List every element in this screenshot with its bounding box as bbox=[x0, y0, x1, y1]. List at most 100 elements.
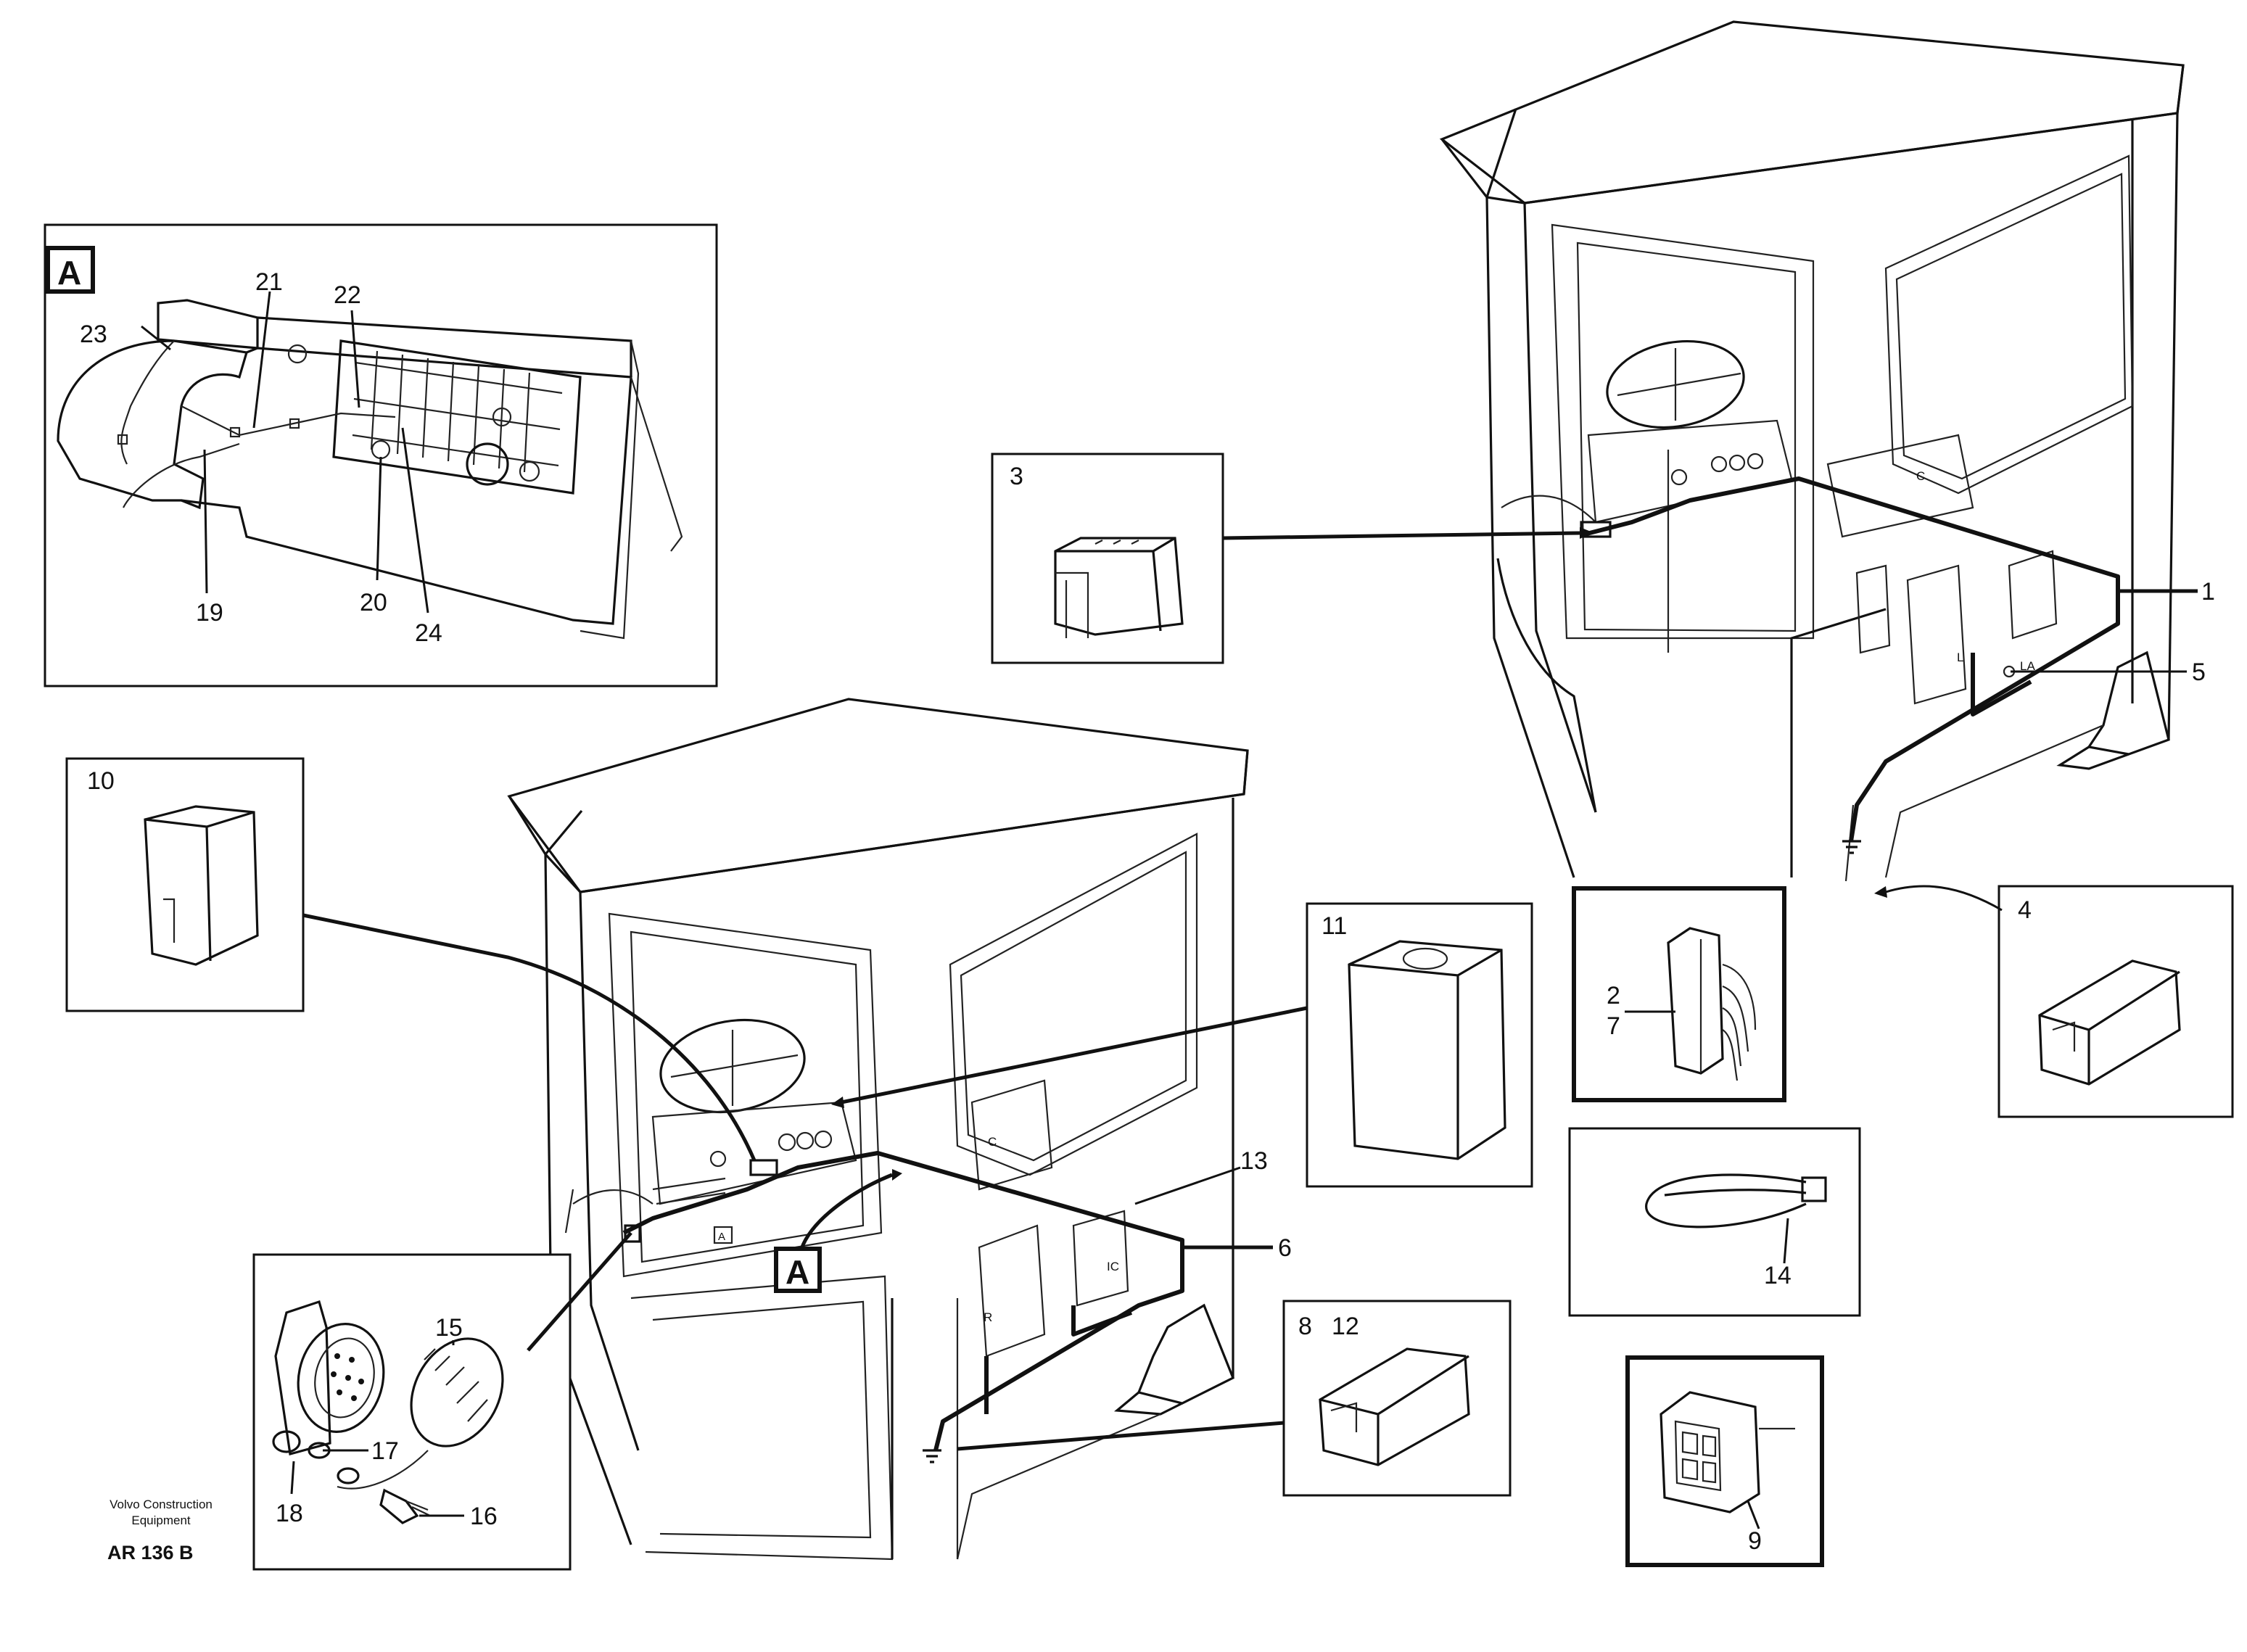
callout-4: 4 bbox=[2018, 896, 2032, 924]
relay-10-icon bbox=[144, 805, 259, 966]
relay-11-edges bbox=[1348, 949, 1502, 1159]
detail-a-cab-marker: A bbox=[786, 1253, 809, 1291]
cab-front-window bbox=[1551, 223, 1815, 640]
connector-2-icon bbox=[1667, 927, 1724, 1075]
knob-icon bbox=[709, 1150, 727, 1168]
part-box-3-frame bbox=[991, 453, 1224, 664]
dash-arm bbox=[630, 376, 683, 552]
callout-23: 23 bbox=[80, 321, 107, 348]
cab-front-window-inner bbox=[1576, 241, 1797, 632]
detail-a-small-marker: A bbox=[718, 1231, 725, 1243]
cab-pillar-left bbox=[1485, 197, 1575, 878]
cab-mark-ic: IC bbox=[1107, 1260, 1119, 1273]
leader-13 bbox=[1134, 1166, 1241, 1205]
callout-7: 7 bbox=[1607, 1012, 1620, 1040]
part-box-10: 10 bbox=[65, 757, 756, 1161]
ground-symbol bbox=[1842, 840, 1861, 854]
callout-9: 9 bbox=[1748, 1527, 1762, 1555]
leader-11 bbox=[841, 1006, 1308, 1104]
leader-18 bbox=[290, 1461, 295, 1495]
leader-14 bbox=[1783, 1218, 1789, 1264]
arrow-icon bbox=[831, 1096, 844, 1108]
switch-row bbox=[652, 1177, 726, 1205]
callout-5: 5 bbox=[2192, 658, 2206, 686]
cab-roof-corner bbox=[544, 809, 583, 856]
arrow-icon bbox=[1580, 527, 1593, 539]
leader-10 bbox=[302, 913, 756, 1161]
leader-3 bbox=[1222, 531, 1582, 540]
warning-lamp-icon bbox=[287, 344, 308, 364]
arrow-icon bbox=[892, 1169, 902, 1181]
relay-3-pins bbox=[1094, 540, 1139, 545]
cab-base-rail bbox=[1844, 804, 1855, 882]
gauge-icon bbox=[1728, 454, 1746, 471]
dashboard-upper bbox=[1587, 419, 1793, 524]
callout-12: 12 bbox=[1332, 1313, 1359, 1340]
ground-symbol bbox=[923, 1449, 941, 1463]
dash-side-cover bbox=[57, 339, 249, 510]
callout-19: 19 bbox=[196, 599, 223, 627]
leader-8-12 bbox=[957, 1421, 1285, 1451]
switch-grid bbox=[352, 350, 563, 473]
callout-10: 10 bbox=[87, 767, 115, 795]
gauge-icon bbox=[1710, 455, 1728, 473]
dash-left-pod bbox=[1501, 495, 1596, 523]
callout-16: 16 bbox=[470, 1503, 498, 1530]
knob-icon bbox=[519, 461, 540, 482]
cab-side-window-inner bbox=[1895, 173, 2127, 480]
cab-upper-right: C L LA 1 5 bbox=[1439, 20, 2215, 882]
cab-door-edge bbox=[1496, 558, 1597, 813]
leader-4 bbox=[1885, 885, 2003, 912]
knob-icon bbox=[492, 407, 512, 427]
cab-roof-top bbox=[1439, 20, 2185, 205]
cable-tie-head bbox=[1801, 1176, 1827, 1202]
detail-a-marker-box bbox=[46, 246, 95, 294]
socket-15-position bbox=[624, 1224, 641, 1243]
socket-pins bbox=[331, 1353, 364, 1401]
cab-foot bbox=[1137, 1303, 1235, 1405]
cab-mark-r: R bbox=[984, 1310, 992, 1324]
detail-a-inset: A 23 21 22 20 24 bbox=[44, 223, 718, 687]
relay-10-edges bbox=[144, 811, 255, 962]
socket-15-body bbox=[297, 1323, 385, 1433]
detail-a-small-tag bbox=[713, 1226, 733, 1244]
cap-chain bbox=[337, 1450, 429, 1490]
cab-roof-front bbox=[1524, 65, 2185, 205]
leader-21 bbox=[252, 291, 271, 429]
dash-right-bracket bbox=[580, 340, 640, 640]
callout-18: 18 bbox=[276, 1500, 303, 1527]
leader-20 bbox=[376, 456, 382, 581]
dash-front-panel bbox=[181, 347, 632, 625]
part-box-socket: 15 17 18 16 bbox=[252, 1231, 632, 1571]
steering-column bbox=[1617, 348, 1741, 653]
gauge-icon bbox=[796, 1131, 815, 1150]
callout-3: 3 bbox=[1010, 463, 1023, 490]
gauge-icon bbox=[466, 442, 509, 486]
terminal-8-icon bbox=[1319, 1347, 1470, 1466]
cab-mark-c: C bbox=[1916, 469, 1925, 483]
part-box-8-12: 8 12 bbox=[957, 1300, 1512, 1497]
cab-mark-c: C bbox=[988, 1135, 997, 1149]
leader-22 bbox=[350, 310, 360, 408]
connector-23-icon bbox=[117, 434, 128, 445]
cab-foot-pad bbox=[1113, 1391, 1183, 1416]
relay-box bbox=[1072, 1210, 1129, 1307]
cable-tie-band bbox=[1664, 1189, 1807, 1197]
cap-15-knurl bbox=[424, 1348, 488, 1422]
arrow-icon bbox=[1874, 886, 1887, 898]
cab-pillar-front bbox=[1523, 202, 1597, 813]
relay-3-edges bbox=[1055, 537, 1176, 632]
cab-roof-top bbox=[507, 698, 1249, 893]
relay-3-icon bbox=[1054, 537, 1184, 636]
connector-9-icon bbox=[1660, 1391, 1760, 1513]
terminal-8-edges bbox=[1319, 1355, 1469, 1465]
gauge-icon bbox=[1747, 453, 1764, 470]
leader-9 bbox=[1747, 1500, 1760, 1529]
connector-9-face bbox=[1674, 1420, 1722, 1492]
detail-a-frame bbox=[44, 223, 718, 687]
harness-6-branch-ic bbox=[1071, 1305, 1133, 1337]
cab-pillar-front bbox=[579, 891, 640, 1451]
cab-base-right bbox=[1884, 724, 2104, 878]
part-box-2-7: 2 7 bbox=[1572, 886, 1786, 1102]
part-box-9: 9 bbox=[1625, 1355, 1824, 1567]
